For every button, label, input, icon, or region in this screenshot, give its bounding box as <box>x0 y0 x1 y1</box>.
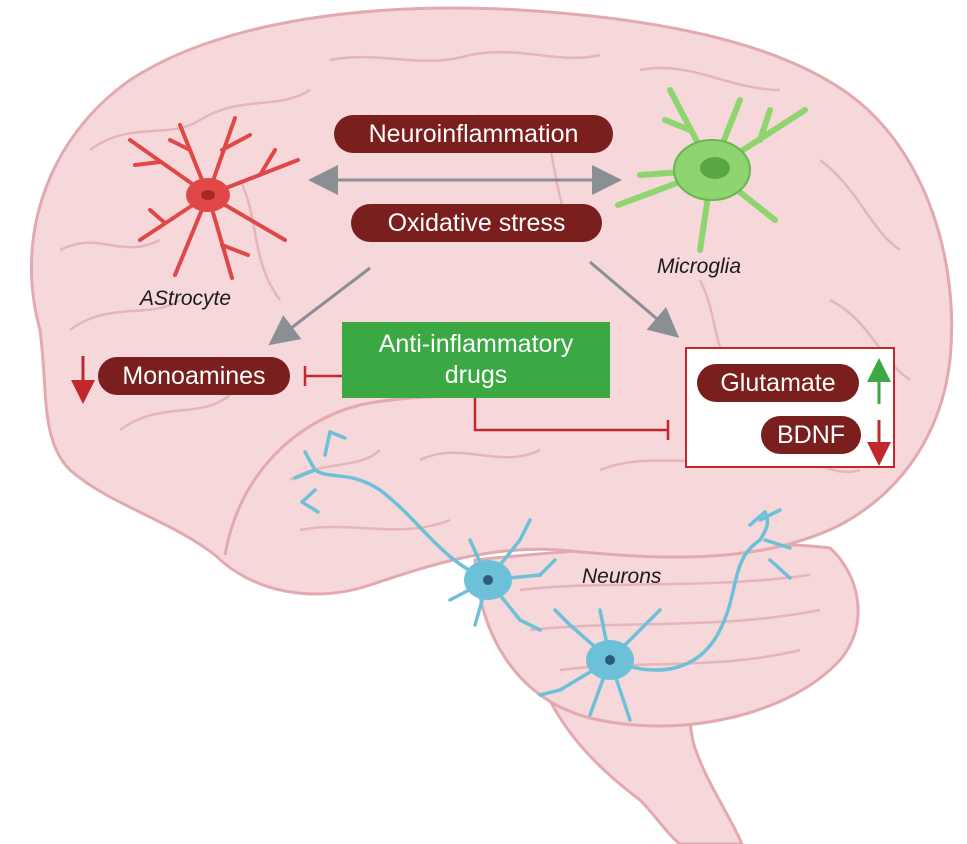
drug-label-line1: Anti-inflammatory <box>378 330 574 358</box>
glutamate-pill: Glutamate <box>697 364 859 402</box>
microglia-cell <box>615 87 808 253</box>
gyri-lines <box>59 50 911 672</box>
astrocyte-label: AStrocyte <box>140 287 232 310</box>
astrocyte-cell <box>128 116 300 280</box>
neuroinflammation-pill: Neuroinflammation <box>334 115 613 153</box>
anti-inflammatory-drugs-box: Anti-inflammatory drugs <box>342 322 610 398</box>
inhibition-lines <box>303 366 670 440</box>
arrow-to-monoamines <box>268 266 371 346</box>
arrow-to-outcomes <box>589 260 680 338</box>
brainstem <box>542 688 744 844</box>
microglia-label: Microglia <box>657 255 742 278</box>
bdnf-pill: BDNF <box>761 416 861 454</box>
neuron-cells <box>293 430 792 722</box>
cerebellum <box>473 542 860 728</box>
oxidative-stress-pill: Oxidative stress <box>351 204 602 242</box>
drug-label-line2: drugs <box>444 361 508 389</box>
neurons-label: Neurons <box>582 565 662 588</box>
monoamines-pill: Monoamines <box>98 357 290 395</box>
